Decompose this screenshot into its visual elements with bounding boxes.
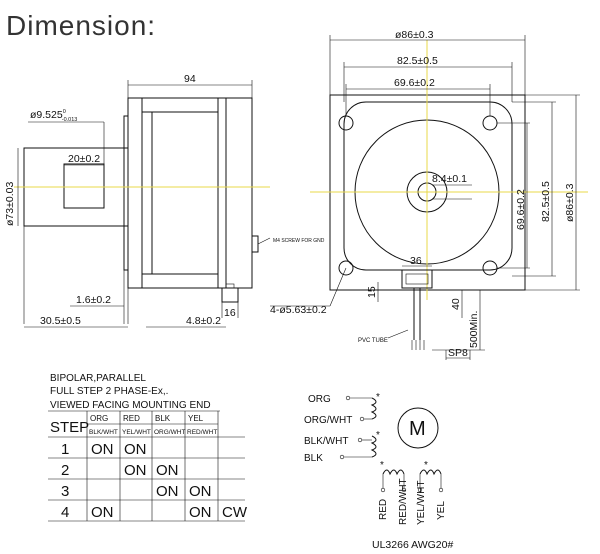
step-1: 1 bbox=[61, 441, 69, 458]
dim-height-outer: 82.5±0.5 bbox=[540, 181, 552, 222]
dim-shoulder: 1.6±0.2 bbox=[76, 294, 111, 306]
dim-hole-spacing: 69.6±0.2 bbox=[394, 77, 435, 89]
cell-2-2: ON bbox=[124, 462, 147, 479]
step-4: 4 bbox=[61, 504, 69, 521]
dim-connector: 16 bbox=[224, 307, 236, 319]
page-title: Dimension: bbox=[6, 10, 156, 41]
step-3: 3 bbox=[61, 483, 69, 500]
screw-note: M4 SCREW FOR GND bbox=[273, 238, 325, 244]
col-3-top: BLK bbox=[155, 414, 171, 423]
mount-hole bbox=[482, 260, 498, 276]
star-4: * bbox=[424, 460, 428, 471]
dim-lead-length: 500Min. bbox=[468, 311, 480, 348]
dim-pilot-diameter: ø73±0.03 bbox=[4, 182, 16, 226]
col-1-bottom: BLK/WHT bbox=[89, 429, 118, 436]
wire-org: ORG bbox=[308, 394, 331, 405]
dim-hub-diameter: 8.4±0.1 bbox=[432, 173, 467, 185]
wire-red-wht: RED/WHT bbox=[398, 478, 409, 525]
cell-3-3: ON bbox=[156, 483, 179, 500]
star-2: * bbox=[376, 430, 380, 441]
dim-flat: 20±0.2 bbox=[68, 153, 100, 165]
table-caption-2: FULL STEP 2 PHASE-Ex,. bbox=[50, 386, 168, 397]
table-caption-3: VIEWED FACING MOUNTING END bbox=[50, 400, 211, 411]
wiring-table: BIPOLAR,PARALLEL FULL STEP 2 PHASE-Ex,. … bbox=[48, 373, 248, 522]
dim-flange: 4.8±0.2 bbox=[186, 315, 221, 327]
wire-blk: BLK bbox=[304, 453, 323, 464]
dim-strip: SP8 bbox=[448, 347, 468, 359]
dim-shaft-diameter: ø9.5250-0.013 bbox=[30, 109, 77, 123]
dim-height-hole-spacing: 69.6±0.2 bbox=[515, 189, 527, 230]
wire-yel: YEL bbox=[436, 501, 447, 520]
col-4-bottom: RED/WHT bbox=[187, 429, 217, 436]
star-3: * bbox=[380, 460, 384, 471]
cell-4-4: ON bbox=[189, 504, 212, 521]
motor-label: M bbox=[409, 418, 426, 440]
cell-2-3: ON bbox=[156, 462, 179, 479]
col-2-top: RED bbox=[123, 414, 140, 423]
cell-3-4: ON bbox=[189, 483, 212, 500]
star-1: * bbox=[376, 392, 380, 403]
dim-lead-offset: 40 bbox=[450, 298, 462, 310]
connector bbox=[221, 287, 239, 303]
cable-spec: UL3266 AWG20# bbox=[372, 539, 453, 551]
mount-hole bbox=[338, 115, 354, 131]
direction-cw: CW bbox=[222, 504, 248, 521]
cell-1-2: ON bbox=[124, 441, 147, 458]
dim-connector-height: 15 bbox=[366, 286, 378, 298]
table-caption-1: BIPOLAR,PARALLEL bbox=[50, 373, 146, 384]
dim-overall-width: ø86±0.3 bbox=[395, 29, 434, 41]
pvc-tube-label: PVC TUBE bbox=[358, 338, 388, 344]
step-2: 2 bbox=[61, 462, 69, 479]
mount-hole bbox=[482, 115, 498, 131]
col-3-bottom: ORG/WHT bbox=[154, 429, 185, 436]
dim-length: 94 bbox=[184, 73, 196, 85]
wire-blk-wht: BLK/WHT bbox=[304, 436, 348, 447]
wire-org-wht: ORG/WHT bbox=[304, 415, 352, 426]
mount-hole bbox=[338, 260, 354, 276]
col-4-top: YEL bbox=[188, 414, 204, 423]
dim-hole-spacing-outer: 82.5±0.5 bbox=[397, 55, 438, 67]
wiring-schematic: M ORG ORG/WHT BLK/WHT BLK * * * * RED RE… bbox=[304, 392, 453, 551]
dim-height-overall: ø86±0.3 bbox=[564, 183, 576, 222]
col-2-bottom: YEL/WHT bbox=[122, 429, 151, 436]
dim-shaft-length: 30.5±0.5 bbox=[40, 315, 81, 327]
motor-body bbox=[127, 97, 253, 289]
cell-1-1: ON bbox=[91, 441, 114, 458]
wire-red: RED bbox=[378, 499, 389, 520]
side-view: 94 ø9.5250-0.013 20±0.2 ø73±0.03 1.6±0.2… bbox=[4, 73, 325, 328]
motor-symbol bbox=[397, 407, 439, 449]
step-header: STEP bbox=[50, 419, 89, 436]
cell-4-1: ON bbox=[91, 504, 114, 521]
col-1-top: ORG bbox=[90, 414, 108, 423]
dim-mount-holes: 4-ø5.63±0.2 bbox=[270, 304, 327, 316]
dim-connector-width: 36 bbox=[410, 255, 422, 267]
wire-yel-wht: YEL/WHT bbox=[416, 481, 427, 525]
front-view: ø86±0.3 82.5±0.5 69.6±0.2 8.4±0.1 69.6±0… bbox=[270, 29, 588, 360]
lead-connector bbox=[401, 269, 433, 289]
